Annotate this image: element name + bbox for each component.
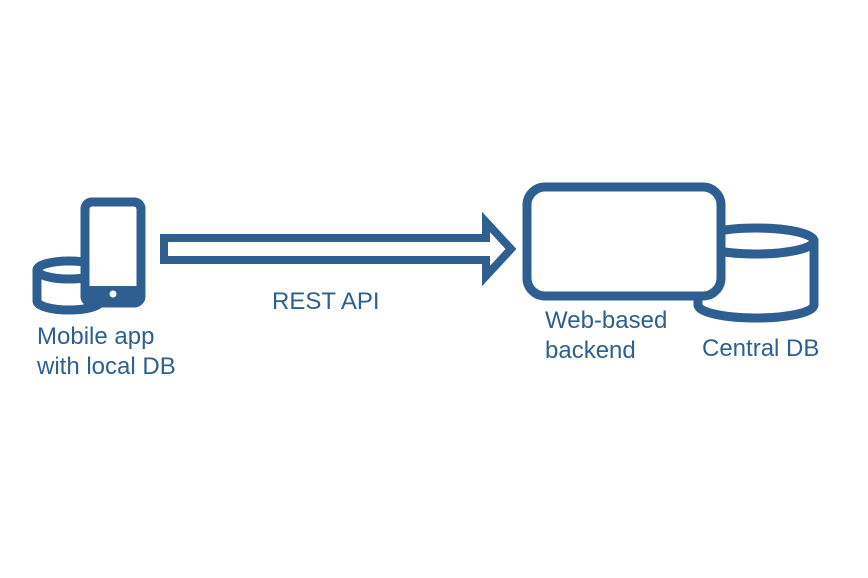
backend-label-line1: Web-based — [545, 307, 668, 334]
backend-label: Web-based backend — [545, 306, 667, 366]
phone-icon — [80, 197, 146, 308]
mobile-app-label: Mobile app with local DB — [37, 322, 176, 382]
server-box-icon — [522, 182, 726, 301]
arrow-right-icon — [160, 211, 517, 287]
mobile-app-label-line2: with local DB — [37, 353, 176, 380]
backend-label-line2: backend — [545, 337, 636, 364]
phone-home-button — [109, 290, 117, 298]
central-db-label: Central DB — [702, 335, 820, 362]
mobile-app-label-line1: Mobile app — [37, 323, 155, 350]
central-database-icon — [693, 223, 819, 323]
rest-api-label: REST API — [272, 288, 380, 315]
